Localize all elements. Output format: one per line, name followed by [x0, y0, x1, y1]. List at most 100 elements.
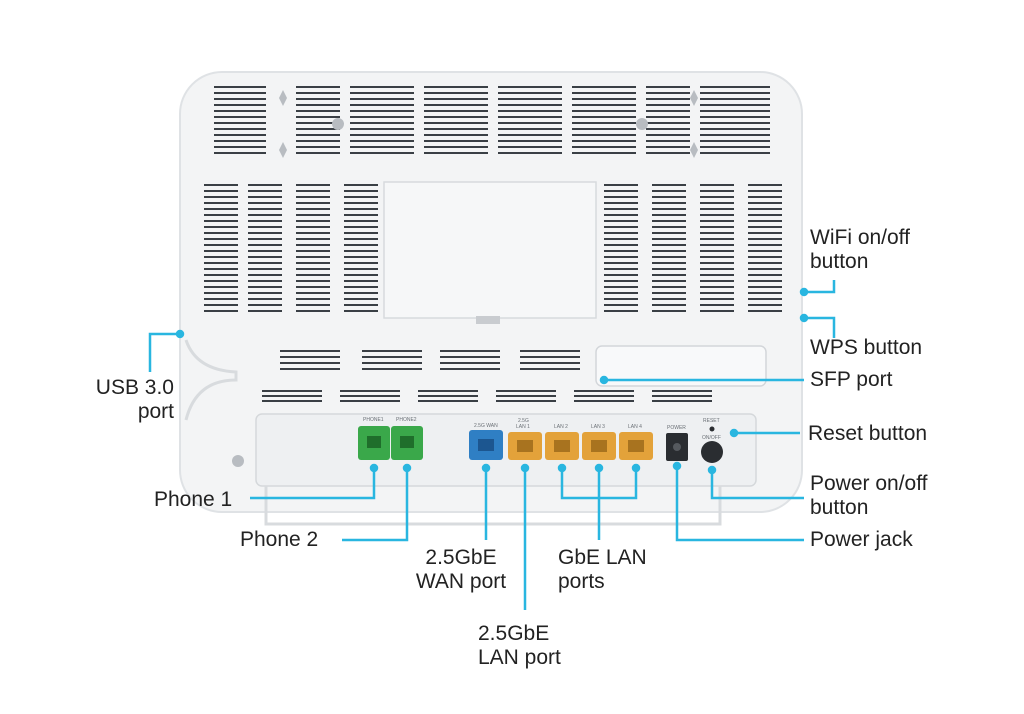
vent-slat: [296, 116, 340, 118]
vent-slat: [700, 280, 734, 282]
vent-slat: [344, 250, 378, 252]
vent-slat: [204, 280, 238, 282]
vent-slat: [748, 262, 782, 264]
vent-slat: [496, 390, 556, 392]
vent-slat: [748, 208, 782, 210]
vent-slat: [204, 220, 238, 222]
vent-slat: [700, 122, 770, 124]
vent-slat: [604, 226, 638, 228]
vent-slat: [498, 134, 562, 136]
vent-slat: [296, 208, 330, 210]
wps-callout: WPS button: [810, 336, 922, 360]
vent-slat: [248, 232, 282, 234]
vent-slat: [362, 368, 422, 370]
vent-slat: [214, 140, 266, 142]
phone2-callout-line1: Phone 2: [240, 528, 319, 551]
vent-slat: [652, 244, 686, 246]
vent-slat: [424, 122, 488, 124]
vent-slat: [700, 190, 734, 192]
vent-slat: [572, 110, 636, 112]
vent-slat: [418, 400, 478, 402]
vent-slat: [498, 116, 562, 118]
vent-slat: [204, 310, 238, 312]
reset-callout-line1: Reset button: [808, 422, 928, 445]
vent-slat: [350, 86, 414, 88]
power-onoff-button[interactable]: [701, 441, 723, 463]
vent-slat: [296, 250, 330, 252]
vent-slat: [498, 104, 562, 106]
vent-slat: [652, 274, 686, 276]
vent-slat: [248, 262, 282, 264]
vent-slat: [296, 310, 330, 312]
vent-slat: [204, 196, 238, 198]
vent-slat: [296, 244, 330, 246]
vent-slat: [280, 356, 340, 358]
sfp-port-cover[interactable]: [595, 345, 767, 387]
wifi-callout-line1: WiFi on/off: [810, 226, 910, 249]
vent-slat: [296, 140, 340, 142]
vent-slat: [520, 356, 580, 358]
vent-slat: [296, 292, 330, 294]
vent-slat: [652, 280, 686, 282]
vent-slat: [424, 152, 488, 154]
vent-slat: [700, 256, 734, 258]
vent-slat: [280, 368, 340, 370]
router-stand: [264, 486, 722, 526]
wan-callout: 2.5GbE WAN port: [396, 546, 526, 594]
vent-slat: [646, 98, 690, 100]
vent-slat: [214, 98, 266, 100]
vent-slat: [214, 122, 266, 124]
vent-slat: [344, 280, 378, 282]
vent-slat: [424, 116, 488, 118]
vent-slat: [652, 220, 686, 222]
lan25-callout-line2: LAN port: [478, 646, 561, 669]
vent-slat: [572, 152, 636, 154]
vent-slat: [652, 395, 712, 397]
vent-slat: [700, 104, 770, 106]
vent-slat: [652, 214, 686, 216]
vent-slat: [248, 244, 282, 246]
vent-slat: [214, 104, 266, 106]
power-jack-callout-line: [675, 466, 804, 542]
reset-callout: Reset button: [808, 422, 927, 446]
vent-slat: [646, 104, 690, 106]
vent-slat: [424, 140, 488, 142]
lan3-label: LAN 3: [591, 424, 605, 430]
vent-slat: [604, 208, 638, 210]
vent-slat: [204, 190, 238, 192]
vent-slat: [652, 202, 686, 204]
vent-slat: [362, 356, 422, 358]
lan-ports: [508, 432, 653, 460]
vent-slat: [204, 262, 238, 264]
vent-slat: [344, 184, 378, 186]
vent-slat: [700, 304, 734, 306]
vent-slat: [646, 134, 690, 136]
vent-slat: [296, 238, 330, 240]
reset-button[interactable]: [709, 426, 715, 432]
vent-slat: [248, 220, 282, 222]
vent-slat: [652, 238, 686, 240]
center-recess: [383, 181, 597, 319]
vent-slat: [296, 152, 340, 154]
vent-grilles: [204, 86, 782, 402]
vent-slat: [652, 226, 686, 228]
vent-slat: [646, 122, 690, 124]
vent-slat: [498, 140, 562, 142]
vent-slat: [296, 220, 330, 222]
center-slot: [476, 316, 500, 324]
vent-slat: [748, 196, 782, 198]
vent-slat: [646, 86, 690, 88]
vent-slat: [572, 122, 636, 124]
vent-slat: [424, 104, 488, 106]
vent-slat: [350, 98, 414, 100]
vent-slat: [350, 116, 414, 118]
vent-slat: [700, 310, 734, 312]
vent-slat: [344, 244, 378, 246]
vent-slat: [344, 214, 378, 216]
lan2-label: LAN 2: [554, 424, 568, 430]
vent-slat: [296, 214, 330, 216]
vent-slat: [604, 292, 638, 294]
vent-slat: [652, 286, 686, 288]
vent-slat: [344, 304, 378, 306]
vent-slat: [748, 238, 782, 240]
